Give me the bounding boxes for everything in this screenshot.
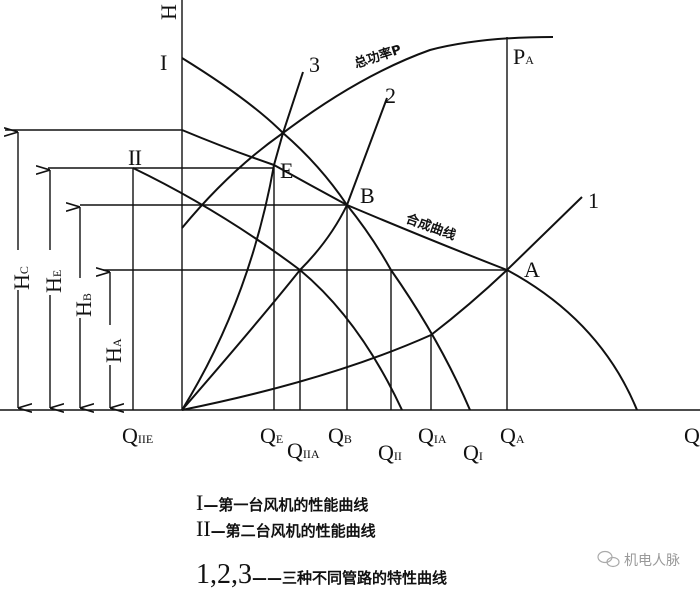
pipe-1-curve (181, 196, 583, 411)
point-e-label: E (280, 158, 293, 183)
total-power-curve (181, 36, 554, 229)
pipe-3-label: 3 (309, 52, 320, 77)
hb-label: HB (71, 293, 96, 317)
ha-label: HA (101, 338, 126, 363)
qe-label: QE (260, 423, 283, 448)
fan-1-label: I (160, 50, 167, 75)
qiie-label: QIIE (122, 423, 153, 448)
wechat-icon (597, 550, 620, 568)
legend-item-fan-1: I—第一台风机的性能曲线 (196, 490, 368, 515)
pipe-2-label: 2 (385, 83, 396, 108)
qi-label: QI (463, 440, 483, 465)
point-b-label: B (360, 183, 375, 208)
q-axis-label: Q (684, 423, 700, 448)
qia-label: QIA (418, 423, 447, 448)
pipe-2-curve (181, 97, 388, 411)
legend: I—第一台风机的性能曲线 II—第二台风机的性能曲线 1,2,3——三种不同管路… (196, 490, 447, 590)
qii-label: QII (378, 440, 402, 465)
legend-item-fan-2: II—第二台风机的性能曲线 (196, 516, 376, 541)
he-label: HE (41, 270, 66, 293)
watermark-text: 机电人脉 (624, 553, 680, 569)
qiia-label: QIIA (287, 438, 320, 463)
hc-label: HC (9, 266, 34, 290)
h-axis-label: H (156, 4, 181, 20)
pipe-3-curve (181, 71, 304, 411)
combined-curve (181, 129, 638, 411)
point-a-label: A (524, 257, 540, 282)
pipe-1-label: 1 (588, 188, 599, 213)
watermark: 机电人脉 (597, 550, 680, 569)
qa-label: QA (500, 423, 525, 448)
qb-label: QB (328, 423, 352, 448)
fan-2-label: II (128, 145, 142, 170)
legend-item-pipes: 1,2,3——三种不同管路的特性曲线 (196, 559, 447, 590)
total-power-label: 总功率P (352, 42, 403, 72)
point-pa-label: PA (513, 44, 534, 69)
